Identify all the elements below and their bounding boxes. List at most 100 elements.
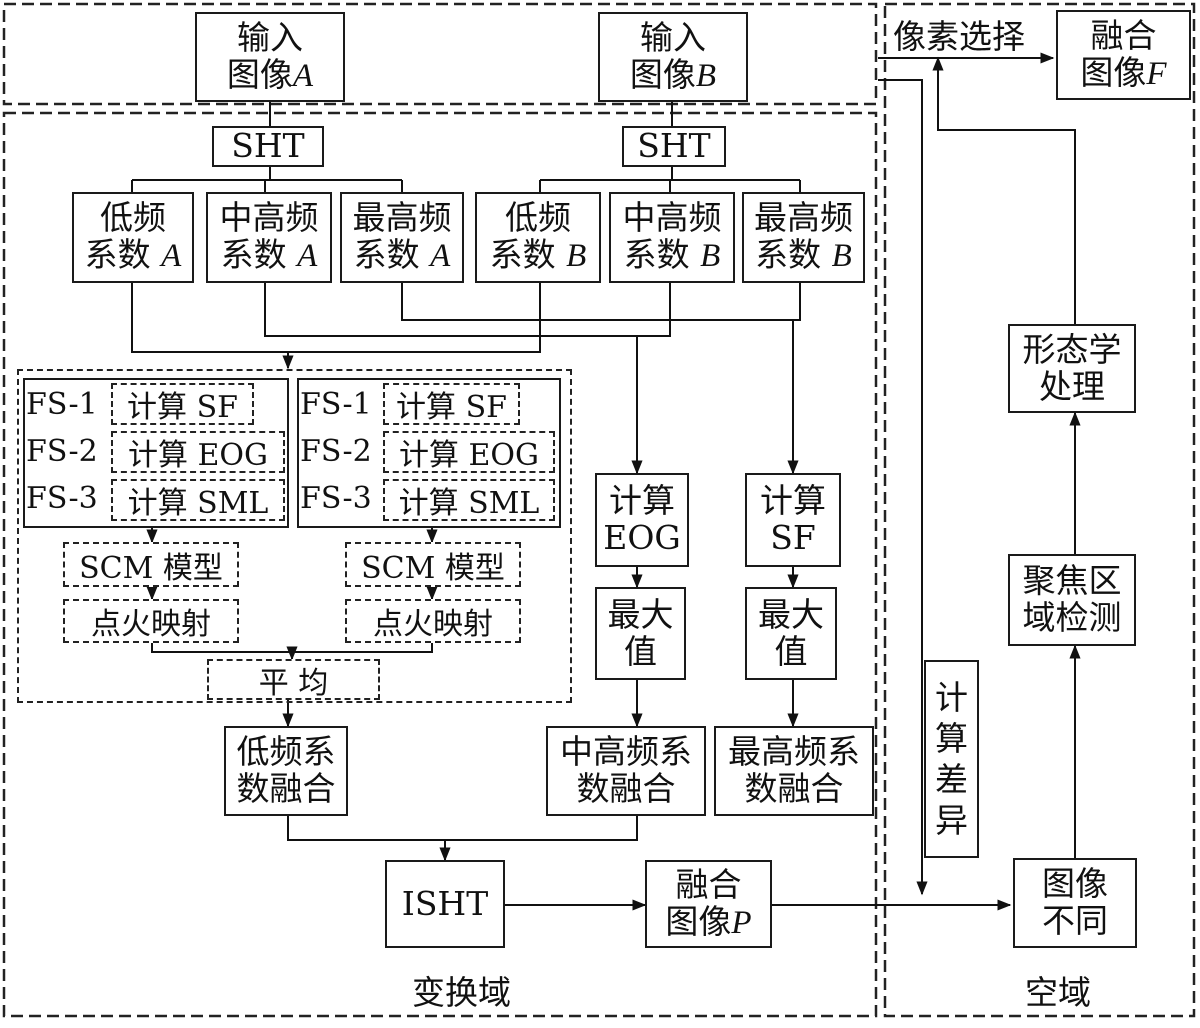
morph-line2: 处理 <box>1039 366 1105 406</box>
calc-diff-char-3: 差 <box>935 760 968 799</box>
fs-a-calc-eog: 计算 EOG <box>111 431 285 473</box>
coef-mid-b-var: B <box>700 238 721 274</box>
focus-detect-line1: 聚焦区 <box>1022 561 1122 601</box>
coef-low-b-line2: 系数 B <box>489 235 587 275</box>
input-region-frame <box>2 2 878 106</box>
low-freq-fusion-group <box>17 369 572 703</box>
calc-eog-box: 计算 EOG <box>595 473 689 567</box>
fs-a-calc-sf: 计算 SF <box>111 383 254 425</box>
fused-f-word: 图像 <box>1080 52 1147 92</box>
input-a-word: 图像 <box>226 54 293 94</box>
midhigh-fusion-box: 中高频系 数融合 <box>546 726 706 816</box>
max-value-a-box: 最大 值 <box>595 587 686 680</box>
highest-fusion-line1: 最高频系 <box>728 732 860 772</box>
calc-eog-line2: EOG <box>603 518 681 557</box>
coef-mid-b-box: 中高频 系数 B <box>609 192 735 283</box>
sht-b-box: SHT <box>622 126 726 167</box>
coef-low-a-line2: 系数 A <box>84 235 182 275</box>
low-fusion-box: 低频系 数融合 <box>224 726 348 816</box>
focus-detect-line2: 域检测 <box>1022 598 1122 637</box>
input-a-line2: 图像A <box>226 54 314 95</box>
isht-box: ISHT <box>385 860 505 948</box>
coef-high-b-var: B <box>831 238 852 274</box>
coef-mid-a-var: A <box>297 238 318 274</box>
fs-b-calc-sf: 计算 SF <box>383 383 520 425</box>
calc-diff-char-4: 异 <box>935 801 968 841</box>
region-spatial-label: 空域 <box>1025 973 1091 1012</box>
fs-a-calc-sml: 计算 SML <box>111 479 285 521</box>
morph-line1: 形态学 <box>1022 329 1122 369</box>
input-b-line1: 输入 <box>640 17 706 57</box>
fs-b-calc-eog: 计算 EOG <box>383 431 555 473</box>
coef-high-a-word: 系数 <box>353 235 420 274</box>
input-image-b-box: 输入 图像B <box>598 12 748 102</box>
fs-a-label-2: FS-2 <box>26 434 98 469</box>
fire-map-b: 点火映射 <box>345 599 521 643</box>
coef-low-b-line1: 低频 <box>505 198 571 238</box>
coef-mid-b-word: 系数 <box>623 235 690 274</box>
route-inputb-calcdiff <box>878 79 928 896</box>
input-image-a-box: 输入 图像A <box>195 12 345 102</box>
fused-p-line1: 融合 <box>675 864 742 904</box>
calc-sf-line1: 计算 <box>760 481 826 521</box>
coef-mid-a-line2: 系数 A <box>220 235 318 275</box>
coef-low-a-box: 低频 系数 A <box>72 192 194 283</box>
fs-b-calc-sml: 计算 SML <box>383 479 555 521</box>
average-box: 平 均 <box>207 659 380 701</box>
low-fusion-line1: 低频系 <box>236 732 336 772</box>
coef-mid-b-line2: 系数 B <box>623 235 721 275</box>
input-b-var: B <box>695 57 717 94</box>
calc-sf-box: 计算 SF <box>745 473 841 567</box>
coef-high-a-line2: 系数 A <box>353 235 451 275</box>
coef-low-a-word: 系数 <box>84 235 151 274</box>
max-value-b-line1: 最大 <box>758 594 824 634</box>
pixel-select-label: 像素选择 <box>893 17 1025 56</box>
route-morph-select <box>932 56 1076 324</box>
max-value-a-line2: 值 <box>624 631 657 671</box>
fs-a-label-1: FS-1 <box>26 387 98 422</box>
input-b-word: 图像 <box>629 54 696 94</box>
coef-mid-a-line1: 中高频 <box>219 198 319 238</box>
fused-f-line1: 融合 <box>1090 15 1157 55</box>
input-a-var: A <box>292 57 314 94</box>
coef-low-b-var: B <box>566 238 587 274</box>
fused-f-var: F <box>1146 55 1167 92</box>
highest-fusion-line2: 数融合 <box>744 769 844 808</box>
spatial-region-frame <box>883 2 1196 1018</box>
image-diff-line2: 不同 <box>1042 901 1108 940</box>
calc-diff-char-2: 算 <box>935 718 968 758</box>
coef-high-b-line1: 最高频 <box>754 198 853 238</box>
max-value-a-line1: 最大 <box>607 594 674 634</box>
fused-p-var: P <box>731 904 752 941</box>
fused-p-word: 图像 <box>665 901 732 941</box>
calc-diff-box: 计 算 差 异 <box>924 660 979 858</box>
midhigh-fusion-line2: 数融合 <box>576 769 676 808</box>
coef-high-a-line1: 最高频 <box>352 198 452 238</box>
low-fusion-line2: 数融合 <box>236 769 336 808</box>
coef-low-b-word: 系数 <box>489 235 556 274</box>
input-b-line2: 图像B <box>629 54 717 95</box>
coef-low-b-box: 低频 系数 B <box>475 192 601 283</box>
calc-eog-line1: 计算 <box>609 481 675 521</box>
max-value-b-line2: 值 <box>774 631 808 671</box>
fused-f-line2: 图像F <box>1080 52 1167 93</box>
highest-fusion-box: 最高频系 数融合 <box>714 726 874 816</box>
coef-low-a-line1: 低频 <box>100 198 166 238</box>
morph-box: 形态学 处理 <box>1008 324 1136 413</box>
fs-b-label-2: FS-2 <box>300 434 372 469</box>
coef-high-b-word: 系数 <box>755 235 822 274</box>
scm-model-b: SCM 模型 <box>345 542 521 587</box>
route-mid-a <box>264 283 671 337</box>
image-diff-box: 图像 不同 <box>1013 858 1137 948</box>
focus-detect-box: 聚焦区 域检测 <box>1008 554 1136 646</box>
image-diff-line1: 图像 <box>1042 864 1108 904</box>
coef-mid-a-word: 系数 <box>220 235 287 274</box>
scm-model-a: SCM 模型 <box>63 542 239 587</box>
max-value-b-box: 最大 值 <box>745 587 837 680</box>
route-low-a <box>131 283 541 353</box>
calc-sf-line2: SF <box>770 518 816 557</box>
coef-mid-a-box: 中高频 系数 A <box>206 192 332 283</box>
coef-high-a-box: 最高频 系数 A <box>340 192 464 283</box>
